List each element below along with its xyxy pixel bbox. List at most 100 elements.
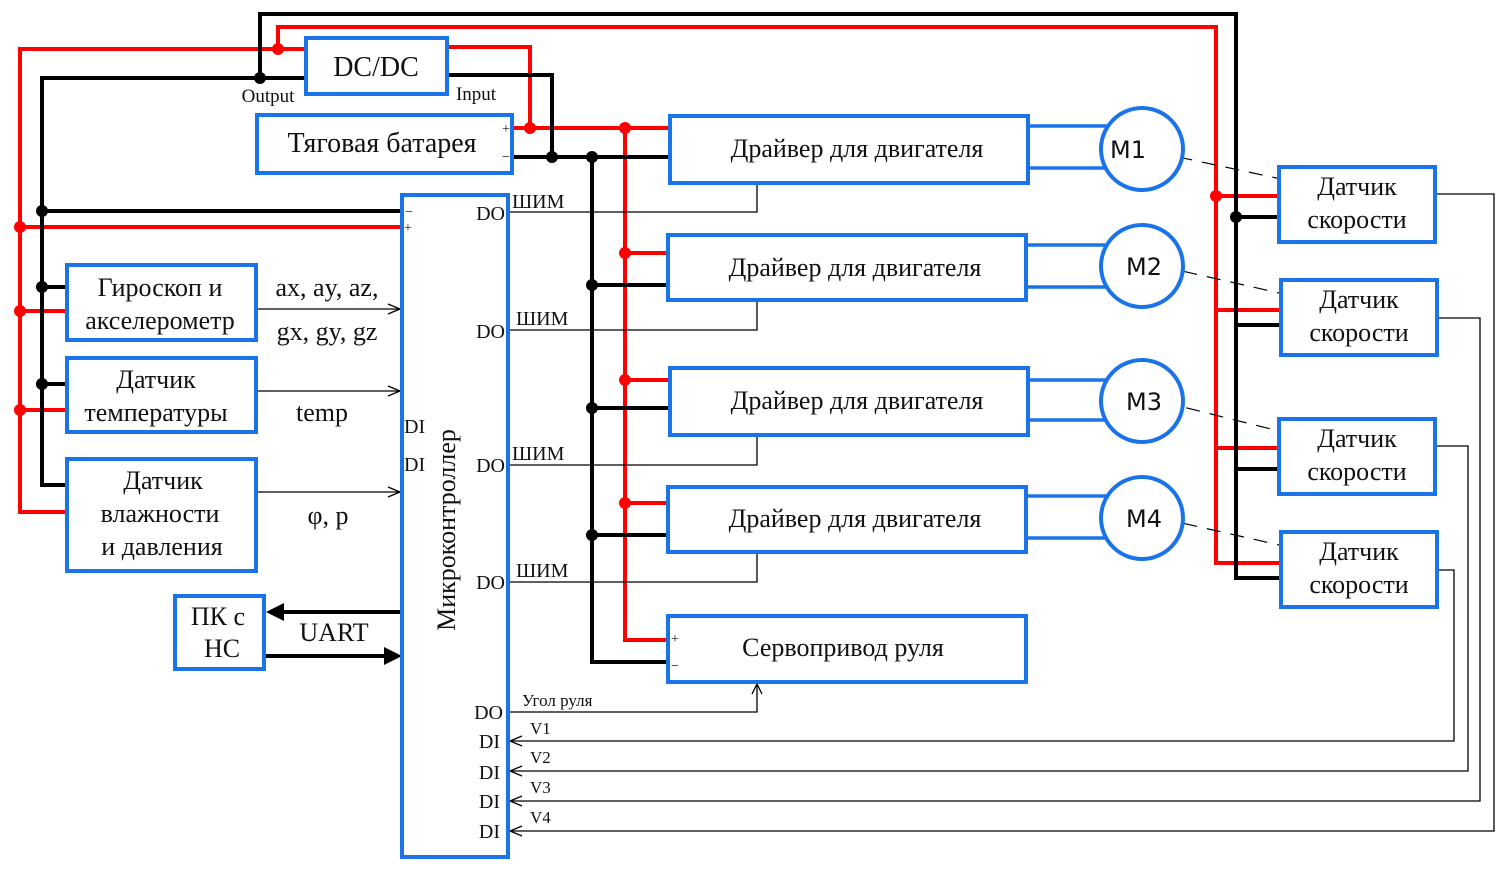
steer-angle-line [508, 684, 758, 713]
wire-driver-plus-bus [623, 128, 668, 642]
mcu-minus-pin: − [405, 205, 413, 220]
speed-label-v2: V2 [530, 748, 551, 767]
traction-battery-block[interactable]: Тяговая батарея + − [255, 113, 514, 175]
dcdc-input-label: Input [456, 84, 497, 105]
humidity-sensor-label-line3: и давления [101, 532, 222, 561]
microcontroller-block[interactable]: − + Микроконтроллер DO DO DO DO DO DI DI… [400, 193, 510, 859]
motor-label: M3 [1126, 388, 1162, 416]
speed-sensor-block-2[interactable]: Датчик скорости [1279, 278, 1439, 357]
pc-neural-network-block[interactable]: ПК с НС [173, 594, 266, 671]
pwm-line-2 [508, 300, 758, 331]
mcu-pin-do-3: DO [476, 455, 505, 477]
junction-dot [36, 205, 48, 217]
motor-driver-block-1[interactable]: Драйвер для двигателя [668, 114, 1030, 185]
wire-dcdc-out-plus [18, 47, 306, 514]
pc-label-line2: НС [204, 634, 240, 663]
temp-sensor-label-line1: Датчик [116, 365, 196, 394]
junction-dot [619, 247, 631, 259]
speed-sensor-label-line1: Датчик [1319, 537, 1399, 566]
wire-dcdc-in-plus [447, 45, 532, 128]
mcu-label: Микроконтроллер [432, 429, 461, 631]
junction-dot [14, 404, 26, 416]
pwm-line-1 [508, 183, 758, 213]
steering-servo-block[interactable]: Сервопривод руля + − [666, 614, 1028, 684]
driver-label: Драйвер для двигателя [731, 386, 984, 415]
speed-sensor-block-4[interactable]: Датчик скорости [1279, 530, 1439, 609]
speed-sensor-label-line1: Датчик [1317, 424, 1397, 453]
positive-power-wires [18, 25, 1280, 642]
speed-label-v4: V4 [530, 808, 551, 827]
speed-line-2 [510, 317, 1481, 802]
motor-label: M2 [1126, 253, 1162, 281]
mcu-pin-di-humidity: DI [404, 454, 425, 476]
pwm-line-4 [508, 552, 758, 583]
dcdc-output-label: Output [242, 86, 296, 107]
mcu-pin-di-temp: DI [404, 416, 425, 438]
motor-m4[interactable]: M4 [1099, 475, 1185, 561]
driver3-motor-leads [1028, 378, 1110, 422]
servo-label: Сервопривод руля [742, 633, 944, 662]
junction-dot [524, 122, 536, 134]
speed-sensor-label-line2: скорости [1307, 205, 1406, 234]
speed-label-v1: V1 [530, 719, 551, 738]
junction-dot [619, 122, 631, 134]
motor-driver-block-3[interactable]: Драйвер для двигателя [668, 366, 1030, 437]
mcu-pin-di-v4: DI [479, 821, 500, 843]
mcu-pin-di-v3: DI [479, 791, 500, 813]
humidity-sensor-label-line1: Датчик [123, 466, 203, 495]
pwm-label-3: ШИМ [512, 443, 565, 465]
dcdc-converter-block[interactable]: DC/DC Output Input [242, 36, 497, 107]
motor-driver-block-2[interactable]: Драйвер для двигателя [666, 233, 1028, 302]
junction-dot [14, 221, 26, 233]
steer-angle-label: Угол руля [522, 691, 593, 710]
speed-line-3 [510, 445, 1469, 772]
humidity-signal-label: φ, p [307, 501, 348, 530]
mcu-pin-do-4: DO [476, 572, 505, 594]
junction-dot [272, 43, 284, 55]
junction-dot [254, 72, 266, 84]
driver-label: Драйвер для двигателя [729, 253, 982, 282]
motor-m1[interactable]: M1 [1099, 106, 1185, 192]
speed-sensor-block-3[interactable]: Датчик скорости [1277, 417, 1437, 496]
speed-line-1 [510, 193, 1495, 832]
mcu-pin-do-steer: DO [474, 702, 503, 724]
speed-sensor-label-line1: Датчик [1317, 172, 1397, 201]
speed-sensor-label-line1: Датчик [1319, 285, 1399, 314]
wire-sensor-minus-bus [258, 12, 1280, 580]
junction-dot [586, 402, 598, 414]
junction-dot [619, 497, 631, 509]
temp-sensor-label-line2: температуры [84, 398, 227, 427]
battery-label: Тяговая батарея [287, 128, 476, 159]
driver-label: Драйвер для двигателя [731, 134, 984, 163]
mcu-pin-di-v1: DI [479, 731, 500, 753]
temperature-sensor-block[interactable]: Датчик температуры [65, 356, 258, 434]
servo-minus-pin: − [671, 659, 679, 674]
mcu-pin-di-v2: DI [479, 762, 500, 784]
gyro-signal-label-2: gx, gy, gz [277, 317, 378, 346]
driver-label: Драйвер для двигателя [729, 504, 982, 533]
junction-dot [586, 529, 598, 541]
junction-dot [586, 279, 598, 291]
speed-sensor-label-line2: скорости [1307, 457, 1406, 486]
uart-arrowhead-to-pc [266, 603, 284, 621]
humidity-pressure-sensor-block[interactable]: Датчик влажности и давления [65, 457, 258, 573]
junction-dot [619, 374, 631, 386]
junction-dot [36, 281, 48, 293]
pwm-label-2: ШИМ [516, 308, 569, 330]
pwm-label-4: ШИМ [516, 560, 569, 582]
uart-label: UART [299, 618, 368, 647]
junction-dot [36, 378, 48, 390]
motor-driver-block-4[interactable]: Драйвер для двигателя [666, 485, 1028, 554]
motor-m2[interactable]: M2 [1099, 223, 1185, 309]
junction-dots [14, 43, 1242, 541]
speed-label-v3: V3 [530, 778, 551, 797]
motor-label: M1 [1110, 136, 1146, 164]
gyro-accelerometer-block[interactable]: Гироскоп и акселерометр [65, 263, 258, 342]
signal-lines [256, 124, 1495, 837]
motor-label: M4 [1126, 505, 1162, 533]
speed-sensor-block-1[interactable]: Датчик скорости [1277, 165, 1437, 244]
mcu-pin-do-2: DO [476, 321, 505, 343]
motor-m3[interactable]: M3 [1099, 358, 1185, 444]
mcu-pin-do-1: DO [476, 203, 505, 225]
wire-dcdc-in-minus [447, 73, 554, 157]
